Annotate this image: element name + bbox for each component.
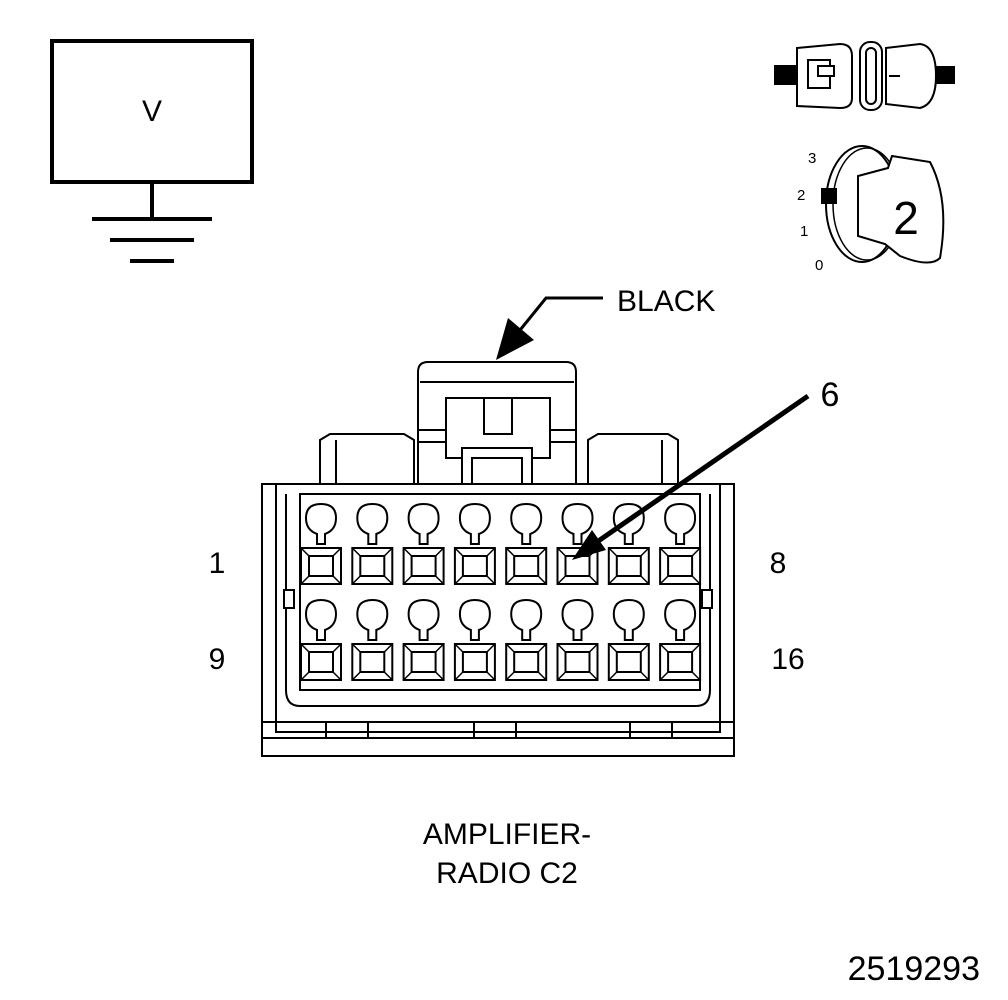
pin-cavity-7 bbox=[607, 502, 650, 585]
figure-number: 2519293 bbox=[848, 950, 980, 988]
connector-name-line2: RADIO C2 bbox=[436, 857, 578, 890]
pin-cavity-1 bbox=[300, 502, 342, 585]
pin-cavity-13 bbox=[505, 598, 548, 681]
pin-cavity-2 bbox=[351, 502, 394, 585]
pin-label-16: 16 bbox=[771, 643, 804, 676]
selector-selected-value: 2 bbox=[893, 192, 919, 244]
pin-cavity-10 bbox=[351, 598, 394, 681]
connector-name-line1: AMPLIFIER- bbox=[423, 818, 591, 851]
pin-cavity-12 bbox=[453, 598, 496, 681]
pin-callout-number: 6 bbox=[821, 376, 840, 414]
pin-cavity-6 bbox=[556, 502, 599, 585]
color-callout: BLACK bbox=[496, 285, 715, 360]
pin-label-1: 1 bbox=[209, 547, 226, 580]
selector-position-3: 3 bbox=[808, 150, 816, 167]
pin-label-9: 9 bbox=[209, 643, 226, 676]
selector-dial-icon: 3 2 1 0 2 bbox=[797, 145, 945, 274]
pin-cavity-8 bbox=[659, 502, 702, 585]
selector-position-2: 2 bbox=[797, 187, 805, 204]
pin-cavity-4 bbox=[453, 502, 496, 585]
pin-callout: 6 bbox=[572, 376, 839, 560]
connector-disconnect-icon bbox=[774, 41, 955, 111]
pin-label-8: 8 bbox=[770, 547, 787, 580]
pin-cavity-15 bbox=[607, 598, 650, 681]
ground-icon bbox=[92, 217, 212, 263]
pin-cavity-16 bbox=[659, 598, 702, 681]
pin-cavity-9 bbox=[300, 598, 342, 681]
voltmeter-label: V bbox=[142, 95, 162, 128]
connector-color-label: BLACK bbox=[617, 285, 715, 318]
pin-cavity-3 bbox=[402, 502, 445, 585]
pin-cavity-5 bbox=[505, 502, 548, 585]
pin-cavity-14 bbox=[556, 598, 599, 681]
pin-cavity-11 bbox=[402, 598, 445, 681]
voltmeter-symbol: V bbox=[50, 39, 254, 263]
selector-position-0: 0 bbox=[815, 257, 823, 274]
color-callout-arrow bbox=[496, 318, 534, 360]
selector-position-1: 1 bbox=[800, 223, 808, 240]
pin-callout-arrow bbox=[572, 530, 606, 560]
pin-cavities bbox=[300, 502, 702, 681]
